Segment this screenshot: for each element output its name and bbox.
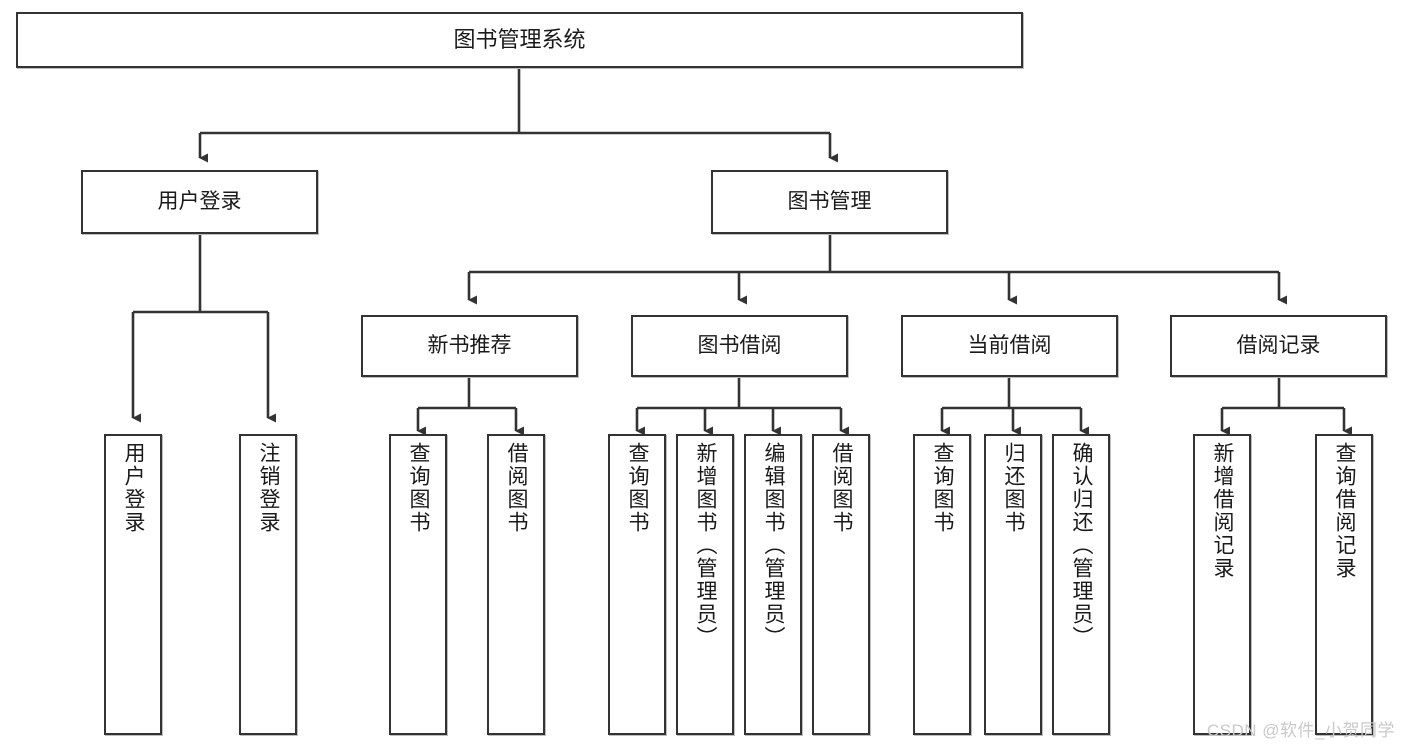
node-user-login[interactable]: 用户登录 bbox=[81, 170, 318, 234]
node-label: 借阅图书 bbox=[505, 442, 529, 534]
node-label: 查询借阅记录 bbox=[1333, 442, 1357, 580]
node-borrow-record[interactable]: 借阅记录 bbox=[1170, 315, 1387, 377]
node-label: 归还图书 bbox=[1002, 442, 1026, 534]
node-label: 新书推荐 bbox=[427, 334, 512, 358]
node-label: 用户登录 bbox=[122, 442, 146, 534]
node-label: 查询图书 bbox=[626, 442, 650, 534]
node-current-borrow[interactable]: 当前借阅 bbox=[901, 315, 1118, 377]
node-label: 借阅图书 bbox=[830, 442, 854, 534]
node-label: 图书借阅 bbox=[697, 334, 782, 358]
node-label: 新增借阅记录 bbox=[1211, 442, 1235, 580]
leaf-borrow-record-query-record[interactable]: 查询借阅记录 bbox=[1315, 434, 1373, 735]
leaf-current-borrow-query-book[interactable]: 查询图书 bbox=[913, 434, 971, 735]
leaf-borrow-record-add-record[interactable]: 新增借阅记录 bbox=[1193, 434, 1251, 735]
node-label: 新增图书（管理员） bbox=[694, 442, 718, 649]
node-label: 确认归还（管理员） bbox=[1070, 442, 1094, 649]
leaf-book-borrow-add-book-admin[interactable]: 新增图书（管理员） bbox=[676, 434, 734, 735]
node-label: 当前借阅 bbox=[967, 334, 1052, 358]
node-label: 借阅记录 bbox=[1236, 334, 1321, 358]
node-label: 图书管理 bbox=[787, 190, 872, 214]
node-label: 图书管理系统 bbox=[453, 26, 586, 52]
leaf-book-borrow-edit-book-admin[interactable]: 编辑图书（管理员） bbox=[744, 434, 802, 735]
leaf-current-borrow-return-book[interactable]: 归还图书 bbox=[984, 434, 1042, 735]
leaf-new-book-borrow-book[interactable]: 借阅图书 bbox=[487, 434, 545, 735]
leaf-user-login-login[interactable]: 用户登录 bbox=[104, 434, 162, 735]
node-label: 编辑图书（管理员） bbox=[762, 442, 786, 649]
node-label: 查询图书 bbox=[407, 442, 431, 534]
leaf-book-borrow-query-book[interactable]: 查询图书 bbox=[608, 434, 666, 735]
leaf-new-book-query-book[interactable]: 查询图书 bbox=[389, 434, 447, 735]
leaf-user-login-logout[interactable]: 注销登录 bbox=[239, 434, 297, 735]
leaf-book-borrow-borrow-book[interactable]: 借阅图书 bbox=[812, 434, 870, 735]
node-label: 查询图书 bbox=[931, 442, 955, 534]
node-label: 用户登录 bbox=[157, 190, 242, 214]
node-book-borrow[interactable]: 图书借阅 bbox=[631, 315, 848, 377]
node-new-book-recommend[interactable]: 新书推荐 bbox=[361, 315, 578, 377]
node-label: 注销登录 bbox=[257, 442, 281, 534]
node-root-system[interactable]: 图书管理系统 bbox=[16, 12, 1023, 68]
leaf-current-borrow-confirm-return-admin[interactable]: 确认归还（管理员） bbox=[1052, 434, 1110, 735]
node-book-management[interactable]: 图书管理 bbox=[711, 170, 948, 234]
